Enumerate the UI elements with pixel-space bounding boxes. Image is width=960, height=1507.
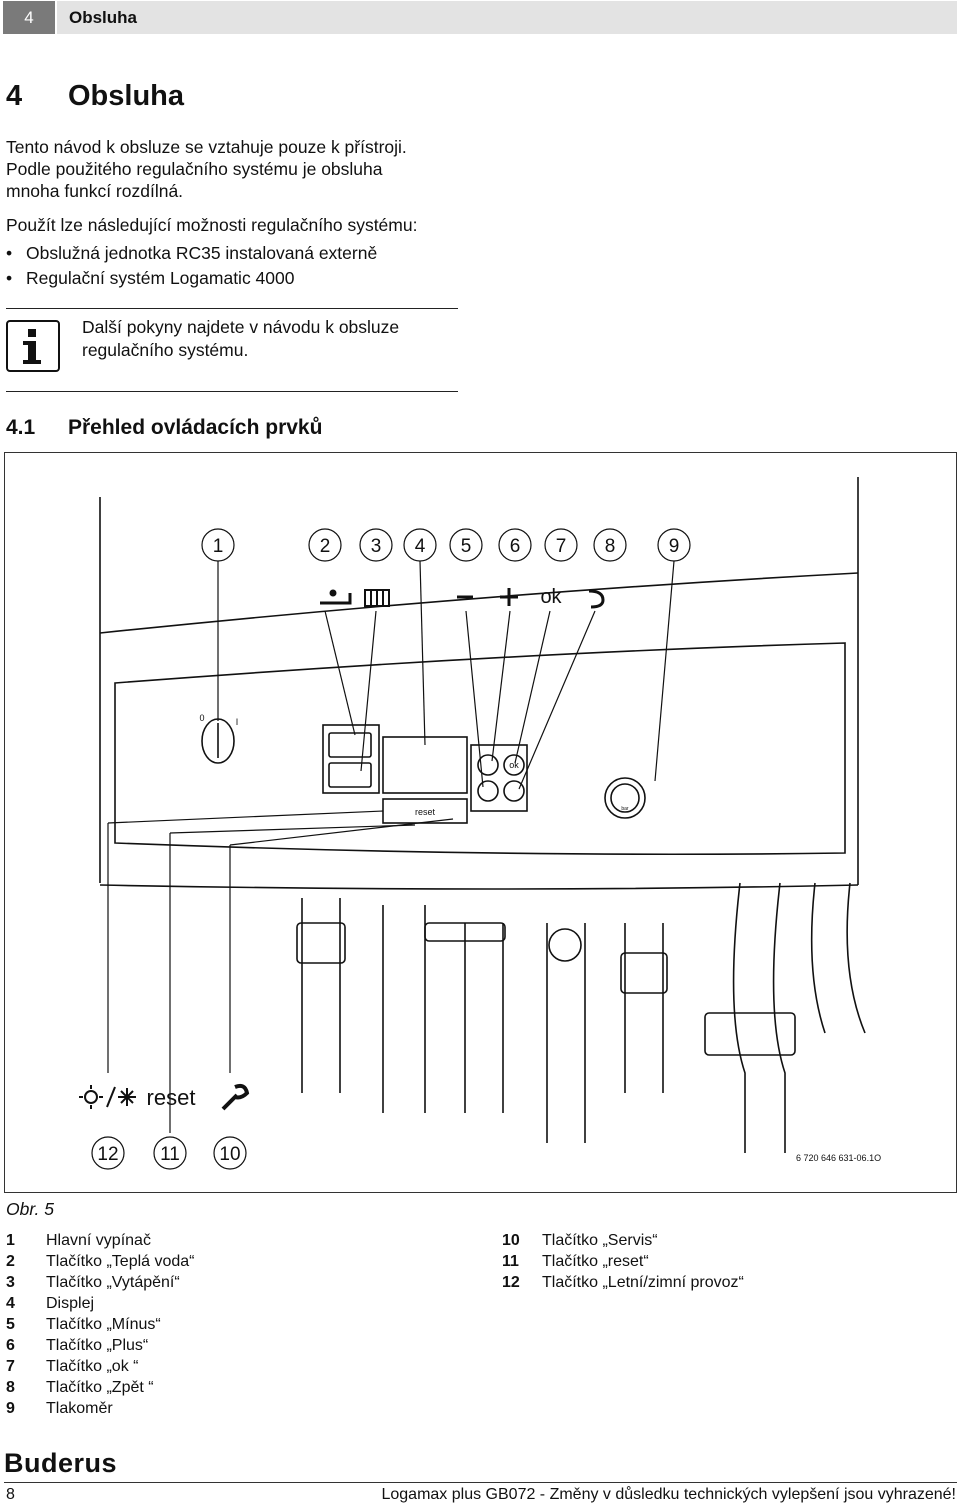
subsection-heading: 4.1 Přehled ovládacích prvků — [6, 416, 322, 440]
mode-buttons — [322, 724, 380, 794]
callouts-top — [201, 528, 691, 562]
intro-line-2: Podle použitého regulačního systému je o… — [6, 159, 383, 179]
wrench-icon — [221, 1083, 250, 1111]
figure-reference: 6 720 646 631-06.1O — [796, 1153, 882, 1163]
hot-water-icon — [320, 589, 352, 605]
info-rule-top — [6, 308, 458, 309]
callout-9: 9 — [669, 536, 680, 557]
chapter-title-bar: Obsluha — [57, 1, 957, 34]
bullet-item: • Obslužná jednotka RC35 instalovaná exte… — [6, 242, 377, 264]
display — [382, 736, 468, 794]
panel-reset-label: reset — [415, 807, 436, 817]
navigation-buttons — [470, 744, 528, 812]
footer-text: Logamax plus GB072 - Změny v důsledku te… — [381, 1486, 956, 1503]
info-line-1: Další pokyny najdete v návodu k obsluze — [82, 317, 400, 337]
info-line-2: regulačního systému. — [82, 340, 249, 360]
pipes — [301, 882, 866, 1153]
sun-snow-icon — [79, 1085, 136, 1109]
callout-5: 5 — [461, 536, 472, 557]
intro-line-1: Tento návod k obsluze se vztahuje pouze … — [6, 137, 407, 157]
callout-2: 2 — [320, 536, 331, 557]
plus-icon — [500, 588, 518, 606]
switch-on-label: I — [236, 717, 239, 727]
back-icon — [588, 589, 605, 609]
symbol-row — [320, 588, 605, 609]
callout-12: 12 — [97, 1144, 118, 1165]
bullet-dot: • — [6, 243, 13, 263]
callout-11: 11 — [160, 1144, 180, 1165]
intro-line-3: mnoha funkcí rozdílná. — [6, 181, 184, 201]
switch-off-label: 0 — [199, 713, 204, 723]
reset-label: reset — [147, 1085, 196, 1110]
callout-circles-bottom — [91, 1136, 247, 1170]
callout-1: 1 — [213, 536, 224, 557]
radiator-icon — [364, 589, 390, 607]
control-panel-figure: 1 2 3 4 5 6 7 8 9 12 11 10 ok 0 I ok re — [4, 452, 957, 1193]
bullet-text: Obslužná jednotka RC35 instalovaná exter… — [26, 243, 378, 263]
pressure-gauge — [604, 777, 646, 819]
leader-lines-bottom — [107, 810, 454, 1133]
panel-outline — [114, 642, 846, 856]
info-icon — [6, 320, 60, 372]
callout-8: 8 — [605, 536, 616, 557]
panel-base — [99, 884, 859, 890]
footer-rule — [4, 1482, 957, 1483]
chapter-number-tab: 4 — [3, 1, 55, 34]
section-number: 4 — [6, 80, 23, 112]
gauge-unit-label: bar — [621, 806, 629, 812]
section-title: Obsluha — [68, 80, 185, 112]
panel-ok-label: ok — [509, 760, 519, 770]
callout-4: 4 — [415, 536, 426, 557]
main-switch — [201, 718, 235, 764]
brand-logo: Buderus — [4, 1448, 118, 1478]
bullet-text: Regulační systém Logamatic 4000 — [26, 268, 295, 288]
bullet-dot: • — [6, 268, 13, 288]
figure-caption: Obr. 5 — [6, 1199, 54, 1219]
subsection-number: 4.1 — [6, 416, 36, 439]
bottom-symbols — [79, 1083, 250, 1111]
boiler-illustration: 1 2 3 4 5 6 7 8 9 12 11 10 ok 0 I ok re — [79, 477, 866, 1170]
leader-lines-top — [217, 560, 675, 790]
section-heading: 4 Obsluha — [6, 80, 184, 113]
page-number: 8 — [6, 1486, 15, 1503]
ok-symbol: ok — [540, 586, 562, 608]
callout-7: 7 — [556, 536, 567, 557]
callout-10: 10 — [219, 1144, 240, 1165]
subsection-title: Přehled ovládacích prvků — [68, 416, 323, 439]
info-icon-glyph — [23, 329, 41, 364]
callout-3: 3 — [371, 536, 382, 557]
info-rule-bottom — [6, 391, 458, 392]
bullet-item: • Regulační systém Logamatic 4000 — [6, 267, 294, 289]
callout-6: 6 — [510, 536, 521, 557]
boiler-casing-curve — [99, 572, 859, 634]
options-intro: Použít lze následující možnosti regulačn… — [6, 215, 418, 235]
valves — [296, 922, 796, 1056]
